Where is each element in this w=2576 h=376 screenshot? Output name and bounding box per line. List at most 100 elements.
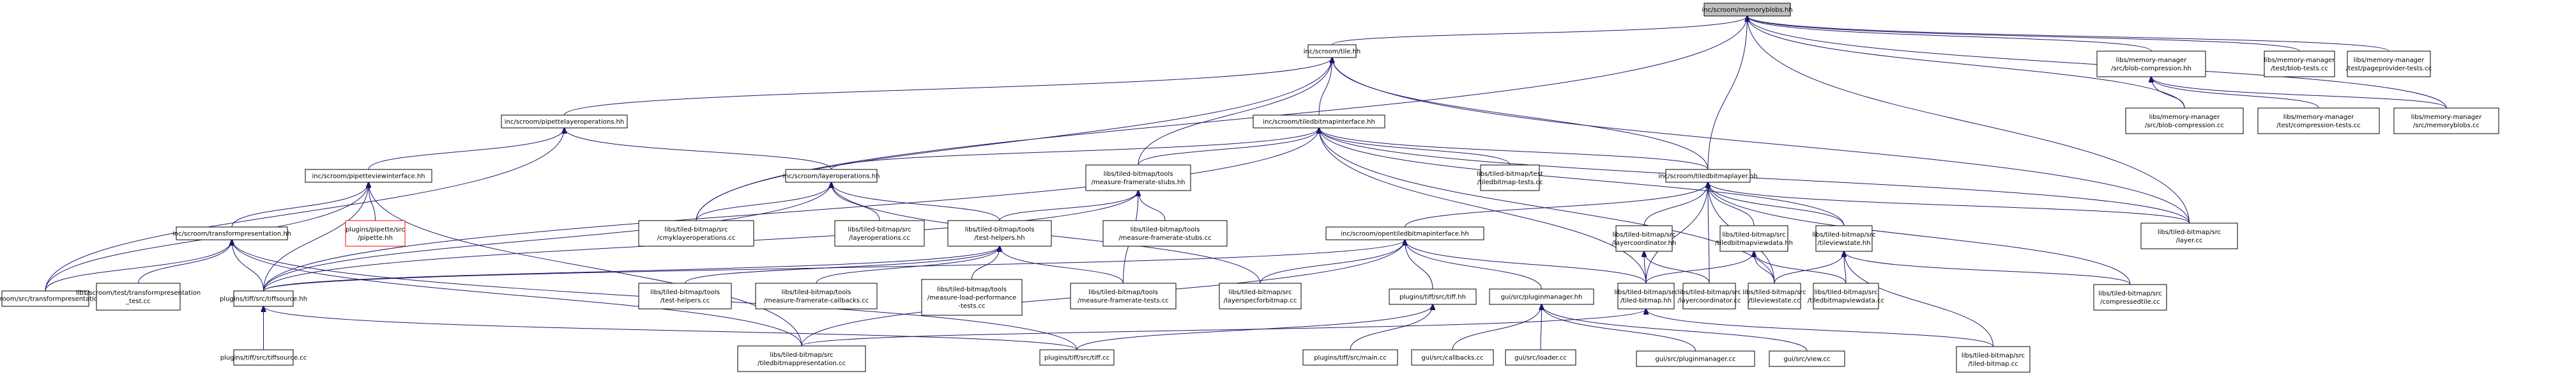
node-tiledbitmap-hh[interactable]: libs/tiled-bitmap/src/tiled-bitmap.hh [1614, 283, 1678, 309]
node-transformpres-hh[interactable]: inc/scroom/transformpresentation.hh [172, 226, 291, 240]
node-testhelpers-hh[interactable]: libs/tiled-bitmap/tools/test-helpers.hh [947, 220, 1052, 247]
node-layerops-cc[interactable]: libs/tiled-bitmap/src/layeroperations.cc [834, 220, 925, 247]
node-blobtests-cc[interactable]: libs/memory-manager/test/blob-tests.cc [2264, 51, 2336, 77]
node-pipettelayerops-hh[interactable]: inc/scroom/pipettelayeroperations.hh [501, 114, 628, 129]
node-cmyklayerops-cc[interactable]: libs/tiled-bitmap/src/cmyklayeroperation… [638, 220, 754, 247]
node-box[interactable] [1956, 346, 2031, 373]
node-transformpres-test-cc[interactable]: libs/scroom/test/transformpresentation_t… [76, 283, 201, 311]
node-box[interactable] [1505, 349, 1576, 366]
node-box[interactable] [1, 290, 89, 307]
node-box[interactable] [2093, 284, 2167, 311]
node-main-cc[interactable]: plugins/tiff/src/main.cc [1302, 349, 1398, 366]
node-box[interactable] [176, 226, 288, 240]
node-box[interactable] [2140, 223, 2238, 249]
node-box[interactable] [755, 283, 878, 309]
node-box[interactable] [1389, 288, 1477, 305]
node-tiffsource-cc[interactable]: plugins/tiff/src/tiffsource.cc [220, 349, 307, 366]
node-box[interactable] [737, 345, 866, 372]
node-box[interactable] [785, 169, 878, 183]
node-box[interactable] [638, 283, 732, 309]
node-mlp-tests-cc[interactable]: libs/tiled-bitmap/tools/measure-load-per… [921, 279, 1023, 316]
node-box[interactable] [233, 349, 294, 366]
node-box[interactable] [1039, 349, 1115, 366]
node-box[interactable] [1703, 3, 1791, 17]
node-box[interactable] [345, 220, 406, 247]
node-box[interactable] [1489, 288, 1594, 305]
node-box[interactable] [1748, 283, 1801, 309]
node-box[interactable] [1617, 283, 1675, 309]
node-callbacks-cc[interactable]: gui/src/callbacks.cc [1411, 349, 1494, 366]
node-box[interactable] [2347, 51, 2431, 77]
node-tileviewstate-cc[interactable]: libs/tiled-bitmap/src/tileviewstate.cc [1742, 283, 1806, 309]
node-view-cc[interactable]: gui/src/view.cc [1769, 350, 1845, 367]
node-box[interactable] [1615, 225, 1673, 252]
node-box[interactable] [947, 220, 1052, 247]
node-tile-hh[interactable]: inc/scroom/tile.hh [1304, 44, 1360, 58]
node-box[interactable] [921, 279, 1023, 316]
node-layer-cc[interactable]: libs/tiled-bitmap/src/layer.cc [2140, 223, 2238, 249]
node-pluginmgr-cc[interactable]: gui/src/pluginmanager.cc [1636, 350, 1755, 367]
node-box[interactable] [1085, 164, 1191, 191]
node-box[interactable] [1769, 350, 1845, 367]
node-box[interactable] [1102, 220, 1228, 247]
node-box[interactable] [1302, 349, 1398, 366]
node-mftests-cc[interactable]: libs/tiled-bitmap/tools/measure-framerat… [1070, 283, 1177, 309]
node-compressedtile-cc[interactable]: libs/tiled-bitmap/src/compressedtile.cc [2093, 284, 2167, 311]
node-memoryblobs-cc[interactable]: libs/memory-manager/src/memoryblobs.cc [2393, 107, 2499, 134]
node-box[interactable] [1307, 44, 1357, 58]
node-mfstubs-hh[interactable]: libs/tiled-bitmap/tools/measure-framerat… [1085, 164, 1191, 191]
node-tbminterface-hh[interactable]: inc/scroom/tiledbitmapinterface.hh [1253, 114, 1385, 129]
node-transformpres-cc[interactable]: libs/scroom/src/transformpresentation.cc [0, 290, 111, 307]
node-tiff-hh[interactable]: plugins/tiff/src/tiff.hh [1389, 288, 1477, 305]
node-testhelpers-cc[interactable]: libs/tiled-bitmap/tools/test-helpers.cc [638, 283, 732, 309]
node-comptests-cc[interactable]: libs/memory-manager/test/compression-tes… [2257, 107, 2380, 134]
node-opentbm-hh[interactable]: inc/scroom/opentiledbitmapinterface.hh [1325, 226, 1484, 240]
node-tbmlayer-hh[interactable]: inc/scroom/tiledbitmaplayer.hh [1658, 169, 1758, 183]
node-box[interactable] [834, 220, 925, 247]
node-box[interactable] [305, 169, 432, 183]
node-box[interactable] [2096, 51, 2206, 77]
node-pluginmgr-hh[interactable]: gui/src/pluginmanager.hh [1489, 288, 1594, 305]
node-tiffsource-hh[interactable]: plugins/tiff/src/tiffsource.hh [220, 290, 307, 307]
node-pageprov-cc[interactable]: libs/memory-manager/test/pageprovider-te… [2346, 51, 2432, 77]
node-tbmtests-cc[interactable]: libs/tiled-bitmap/test/tiledbitmap-tests… [1477, 164, 1543, 191]
node-blobcomp-hh[interactable]: libs/memory-manager/src/blob-compression… [2096, 51, 2206, 77]
node-box[interactable] [2257, 107, 2380, 134]
node-box[interactable] [2125, 107, 2244, 134]
node-box[interactable] [233, 290, 294, 307]
node-box[interactable] [1719, 225, 1788, 252]
node-box[interactable] [2264, 51, 2335, 77]
node-box[interactable] [1070, 283, 1177, 309]
node-box[interactable] [2393, 107, 2499, 134]
node-mfcallbacks-cc[interactable]: libs/tiled-bitmap/tools/measure-framerat… [755, 283, 878, 309]
node-layerspec-cc[interactable]: libs/tiled-bitmap/src/layerspecforbitmap… [1219, 283, 1302, 309]
node-box[interactable] [1636, 350, 1755, 367]
node-layercoord-hh[interactable]: libs/tiled-bitmap/src/layercoordinator.h… [1612, 225, 1677, 252]
node-mfstubs-cc[interactable]: libs/tiled-bitmap/tools/measure-framerat… [1102, 220, 1228, 247]
node-box[interactable] [501, 114, 628, 129]
node-box[interactable] [96, 283, 181, 311]
node-loader-cc[interactable]: gui/src/loader.cc [1505, 349, 1576, 366]
node-box[interactable] [638, 220, 754, 247]
node-layerops-hh[interactable]: inc/scroom/layeroperations.hh [783, 169, 880, 183]
node-box[interactable] [1253, 114, 1385, 129]
node-pipette-hh[interactable]: plugins/pipette/src/pipette.hh [345, 220, 406, 247]
node-tiff-cc[interactable]: plugins/tiff/src/tiff.cc [1039, 349, 1115, 366]
node-box[interactable] [1815, 225, 1873, 252]
node-box[interactable] [1325, 226, 1484, 240]
node-box[interactable] [1665, 169, 1751, 183]
node-layercoord-cc[interactable]: libs/tiled-bitmap/src/layercoordinator.c… [1677, 283, 1741, 309]
node-box[interactable] [1480, 164, 1540, 191]
node-tbmpres-cc[interactable]: libs/tiled-bitmap/src/tiledbitmappresent… [737, 345, 866, 372]
node-box[interactable] [1813, 283, 1879, 309]
node-tileviewstate-hh[interactable]: libs/tiled-bitmap/src/tileviewstate.hh [1812, 225, 1876, 252]
node-blobcomp-cc[interactable]: libs/memory-manager/src/blob-compression… [2125, 107, 2244, 134]
node-pipetteview-hh[interactable]: inc/scroom/pipetteviewinterface.hh [305, 169, 432, 183]
node-box[interactable] [1411, 349, 1494, 366]
node-tbmviewdata-hh[interactable]: libs/tiled-bitmap/src/tiledbitmapviewdat… [1715, 225, 1793, 252]
node-box[interactable] [1682, 283, 1736, 309]
node-tiledbitmap-cc[interactable]: libs/tiled-bitmap/src/tiled-bitmap.cc [1956, 346, 2031, 373]
node-tbmviewdata-cc[interactable]: libs/tiled-bitmap/src/tiledbitmapviewdat… [1808, 283, 1884, 309]
node-box[interactable] [1219, 283, 1302, 309]
node-memoryblobs-hh[interactable]: inc/scroom/memoryblobs.hh [1702, 3, 1793, 17]
